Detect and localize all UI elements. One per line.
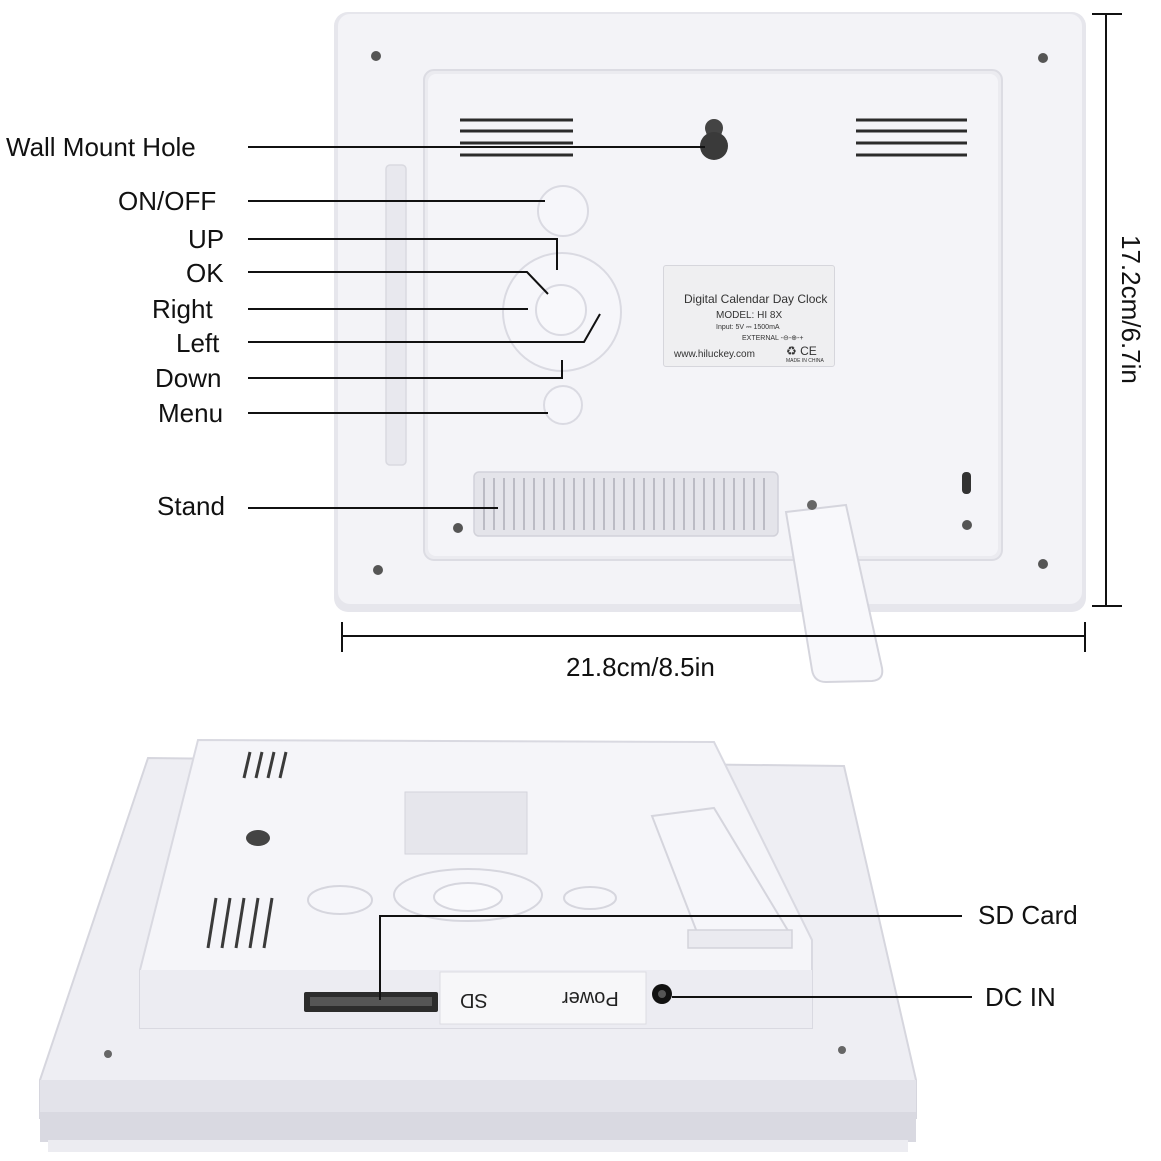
- device-back-view: [334, 12, 1086, 684]
- label-right: Right: [152, 294, 213, 324]
- screw-icon: [453, 523, 463, 533]
- port-label-power: Power: [562, 987, 619, 1009]
- label-dc-in: DC IN: [985, 982, 1056, 1012]
- label-ok: OK: [186, 258, 224, 288]
- product-label-sticker: Digital Calendar Day Clock MODEL: HI 8X …: [663, 265, 835, 367]
- sticker-external: EXTERNAL -⊖-⊕-+: [742, 335, 804, 342]
- device-side-view: [39, 738, 917, 1152]
- stand-grille: [483, 478, 765, 530]
- dimension-lines: [341, 13, 1122, 652]
- screw-icon: [371, 51, 381, 61]
- screw-icon: [962, 520, 972, 530]
- dimension-width-label: 21.8cm/8.5in: [566, 652, 715, 682]
- side-vent-top: [242, 751, 288, 779]
- leader-lines: [248, 146, 705, 509]
- label-up: UP: [188, 224, 225, 254]
- screw-icon: [1038, 559, 1048, 569]
- sticker-website: www.hiluckey.com: [674, 349, 755, 360]
- sticker-input: Input: 5V ⎓ 1500mA: [716, 324, 780, 331]
- label-left: Left: [176, 328, 220, 358]
- sticker-product: Digital Calendar Day Clock: [684, 292, 828, 306]
- screw-icon: [1038, 53, 1048, 63]
- vent-left: [460, 118, 573, 157]
- side-vent-bottom: [206, 897, 274, 949]
- label-wall-mount-hole: Wall Mount Hole: [6, 132, 196, 162]
- screw-icon: [373, 565, 383, 575]
- dimension-height-label: 17.2cm/6.7in: [1116, 235, 1146, 384]
- wall-mount-hole-icon: [700, 119, 728, 160]
- port-label-sd: SD: [460, 989, 488, 1011]
- label-on-off: ON/OFF: [118, 186, 217, 216]
- sticker-marks: ♻ CE: [786, 344, 817, 358]
- label-down: Down: [155, 363, 222, 393]
- leader-lines-bottom: [379, 915, 972, 1000]
- menu-button-shape: [543, 385, 583, 425]
- vent-right: [856, 118, 967, 157]
- on-off-button-shape: [537, 185, 589, 237]
- ok-button-shape: [535, 284, 587, 336]
- sticker-model: MODEL: HI 8X: [716, 310, 783, 321]
- sticker-origin: MADE IN CHINA: [786, 358, 824, 364]
- label-menu: Menu: [158, 398, 224, 428]
- label-sd-card: SD Card: [978, 900, 1078, 930]
- stand-leg: [784, 500, 884, 684]
- label-stand: Stand: [157, 491, 225, 521]
- keyhole-icon: [246, 830, 270, 846]
